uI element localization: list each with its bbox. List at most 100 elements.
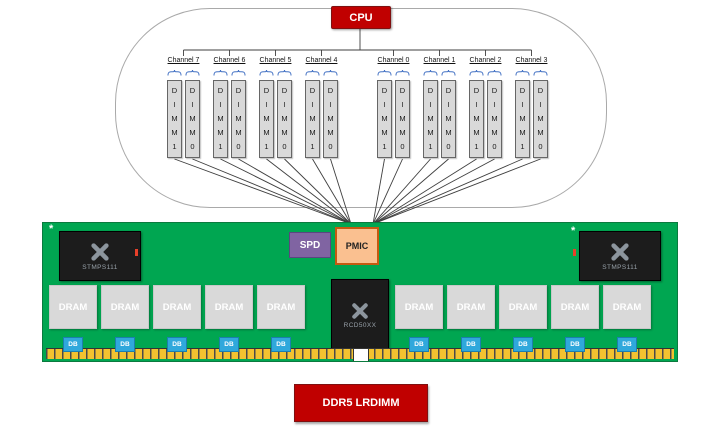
- dimm-letter: I: [173, 100, 176, 110]
- dimm-letter: M: [537, 114, 544, 124]
- dimm-letter: M: [381, 114, 388, 124]
- dram-chip: DRAM: [257, 285, 305, 329]
- component-mark: [573, 249, 576, 256]
- dram-chip: DRAM: [395, 285, 443, 329]
- db-buffer-chip: DB: [115, 337, 135, 352]
- dimm-letter: M: [263, 114, 270, 124]
- dimm-letter: D: [491, 86, 498, 96]
- dimm-letter: I: [265, 100, 268, 110]
- dimm-letter: I: [539, 100, 542, 110]
- dimm-letter: 1: [428, 142, 433, 152]
- dimm-letter: D: [473, 86, 480, 96]
- dram-chip: DRAM: [499, 285, 547, 329]
- db-buffer-chip: DB: [461, 337, 481, 352]
- caption-label: DDR5 LRDIMM: [322, 397, 400, 409]
- dimm-letter: M: [445, 128, 452, 138]
- pmic-chip: PMIC: [335, 227, 379, 265]
- dimm-letter: M: [281, 128, 288, 138]
- dimm-letter: 0: [538, 142, 543, 152]
- dram-chip: DRAM: [153, 285, 201, 329]
- dimm-letter: M: [381, 128, 388, 138]
- dimm-letter: 0: [190, 142, 195, 152]
- dimm-letter: M: [427, 128, 434, 138]
- dimm-letter: M: [519, 128, 526, 138]
- dimm-letter: M: [537, 128, 544, 138]
- board-corner-mark: *: [49, 223, 54, 235]
- dimm-letter: M: [217, 128, 224, 138]
- dimm-letter: M: [171, 114, 178, 124]
- power-chip-left: STMPS111: [59, 231, 141, 281]
- db-buffer-chip: DB: [409, 337, 429, 352]
- dimm-letter: I: [429, 100, 432, 110]
- dimm-letter: D: [309, 86, 316, 96]
- ddr5-lrdimm-caption: DDR5 LRDIMM: [294, 384, 428, 422]
- dimm-letter: M: [491, 128, 498, 138]
- dram-chip: DRAM: [49, 285, 97, 329]
- dimm-letter: 1: [520, 142, 525, 152]
- db-buffer-chip: DB: [617, 337, 637, 352]
- dimm-letter: D: [537, 86, 544, 96]
- chip-label: RCD50XX: [343, 321, 377, 329]
- dimm-letter: D: [445, 86, 452, 96]
- chip-logo-icon: [352, 302, 368, 319]
- dimm-letter: M: [235, 114, 242, 124]
- dimm-letter: I: [475, 100, 478, 110]
- dimm-letter: 1: [172, 142, 177, 152]
- chip-logo-icon: [611, 242, 629, 261]
- dimm-letter: M: [445, 114, 452, 124]
- dimm-letter: D: [217, 86, 224, 96]
- dimm-letter: I: [383, 100, 386, 110]
- dimm-letter: I: [219, 100, 222, 110]
- dimm-letter: M: [281, 114, 288, 124]
- db-buffer-chip: DB: [565, 337, 585, 352]
- channel-label: Channel 1: [423, 57, 456, 64]
- cpu-label: CPU: [349, 11, 373, 24]
- channel-label: Channel 4: [305, 57, 338, 64]
- spd-label: SPD: [299, 239, 321, 251]
- dimm-letter: I: [401, 100, 404, 110]
- dimm-letter: 0: [492, 142, 497, 152]
- lrdimm-board: * * STMPS111 STMPS111 SPD PMIC RCD50XX: [42, 222, 678, 362]
- dimm-letter: I: [493, 100, 496, 110]
- dimm-letter: I: [521, 100, 524, 110]
- dimm-letter: M: [309, 114, 316, 124]
- dimm-letter: D: [171, 86, 178, 96]
- connector-notch: [353, 348, 369, 361]
- dimm-letter: 1: [474, 142, 479, 152]
- db-buffer-chip: DB: [167, 337, 187, 352]
- dimm-letter: D: [519, 86, 526, 96]
- dimm-letter: 1: [310, 142, 315, 152]
- dimm-letter: 1: [382, 142, 387, 152]
- db-buffer-chip: DB: [63, 337, 83, 352]
- dimm-letter: M: [473, 128, 480, 138]
- channel-label: Channel 2: [469, 57, 502, 64]
- dimm-letter: I: [237, 100, 240, 110]
- dimm-letter: M: [399, 128, 406, 138]
- dimm-letter: 1: [264, 142, 269, 152]
- dimm-letter: M: [519, 114, 526, 124]
- pmic-label: PMIC: [345, 241, 369, 251]
- channel-label: Channel 3: [515, 57, 548, 64]
- dimm-letter: D: [189, 86, 196, 96]
- dimm-letter: I: [191, 100, 194, 110]
- dimm-letter: M: [217, 114, 224, 124]
- dimm-letter: 0: [446, 142, 451, 152]
- dimm-letter: 0: [282, 142, 287, 152]
- db-buffer-chip: DB: [219, 337, 239, 352]
- dimm-letter: D: [281, 86, 288, 96]
- dimm-letter: D: [327, 86, 334, 96]
- dimm-letter: M: [189, 128, 196, 138]
